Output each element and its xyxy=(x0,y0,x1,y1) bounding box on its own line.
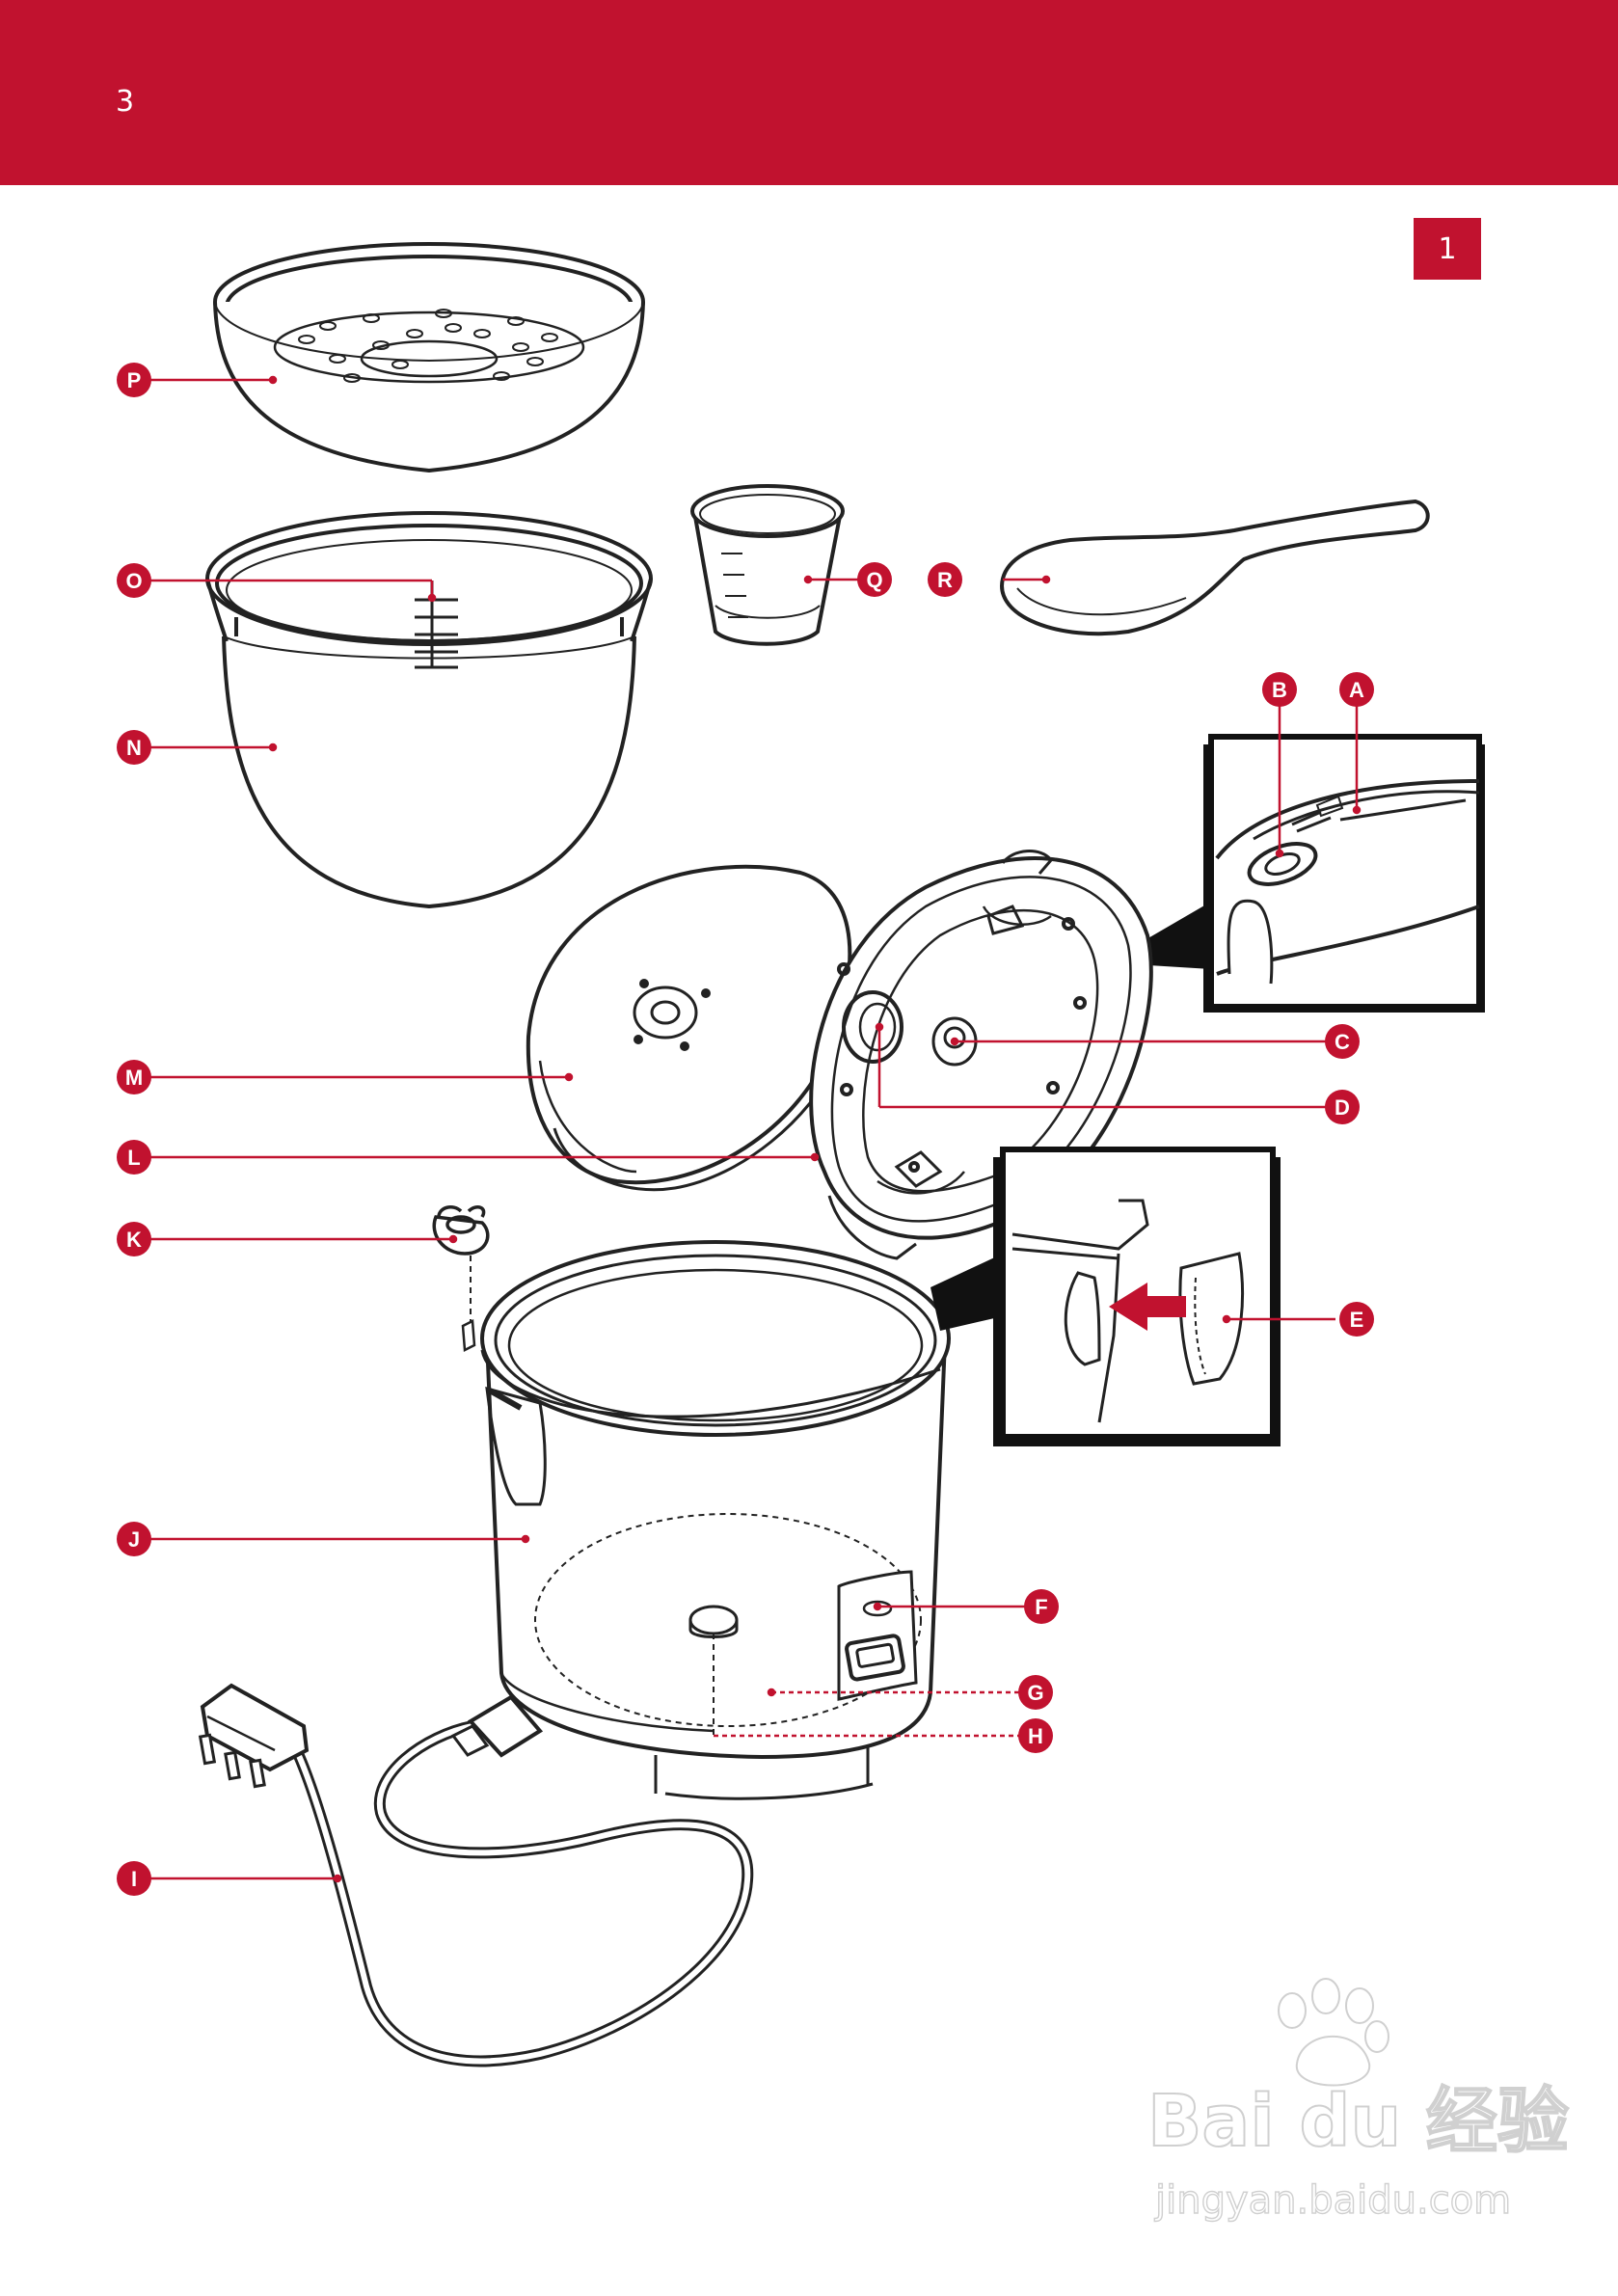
callout-i: I xyxy=(117,1861,151,1896)
callout-c: C xyxy=(1325,1024,1360,1059)
callout-k: K xyxy=(117,1222,151,1256)
svg-text:R: R xyxy=(937,568,953,592)
svg-text:O: O xyxy=(125,569,142,593)
callout-g: G xyxy=(1018,1675,1053,1710)
callout-h: H xyxy=(1018,1718,1053,1753)
baidu-watermark: Bai du 经验 jingyan.baidu.com xyxy=(1146,1978,1570,2224)
power-cord xyxy=(198,1683,754,2067)
figure-number-badge: 1 xyxy=(1414,218,1481,280)
page-number: 3 xyxy=(116,85,135,119)
callout-p: P xyxy=(117,363,151,397)
callout-m: M xyxy=(117,1060,151,1094)
svg-text:P: P xyxy=(127,368,142,392)
callout-n: N xyxy=(117,730,151,765)
measuring-cup xyxy=(690,484,845,646)
svg-text:H: H xyxy=(1028,1724,1043,1748)
svg-text:N: N xyxy=(126,736,142,760)
svg-text:M: M xyxy=(125,1066,143,1090)
svg-text:Q: Q xyxy=(866,568,882,592)
svg-text:B: B xyxy=(1272,678,1287,702)
svg-text:A: A xyxy=(1349,678,1364,702)
callout-o: O xyxy=(117,563,151,598)
callout-q: Q xyxy=(857,562,892,597)
inset-lid-handle xyxy=(1128,734,1485,1013)
svg-text:D: D xyxy=(1335,1095,1350,1120)
paw-icon xyxy=(1278,1978,1389,2087)
inset-handle-clip xyxy=(993,1147,1281,1446)
callout-lines xyxy=(147,375,1362,1883)
outer-lid xyxy=(809,850,1153,1260)
svg-text:G: G xyxy=(1027,1681,1043,1705)
callout-badges: P O N Q R B A C D M L K E J F G H I xyxy=(117,363,1374,1896)
svg-text:I: I xyxy=(131,1867,137,1891)
rice-spoon xyxy=(1000,499,1430,636)
inner-bowl xyxy=(205,511,653,909)
lid-clip xyxy=(432,1205,490,1321)
cooker-body xyxy=(461,1240,1003,1800)
callout-r: R xyxy=(928,562,962,597)
svg-text:F: F xyxy=(1035,1595,1047,1619)
svg-text:J: J xyxy=(128,1527,140,1552)
callout-l: L xyxy=(117,1140,151,1175)
svg-text:C: C xyxy=(1335,1030,1350,1054)
watermark-brand: Bai du 经验 xyxy=(1147,2080,1569,2163)
svg-text:L: L xyxy=(127,1146,140,1170)
callout-f: F xyxy=(1024,1589,1059,1624)
inner-lid xyxy=(526,864,852,1192)
header-band: 3 xyxy=(0,0,1618,185)
steamer-basket xyxy=(213,242,645,473)
watermark-url: jingyan.baidu.com xyxy=(1154,2178,1511,2223)
callout-d: D xyxy=(1325,1090,1360,1124)
callout-a: A xyxy=(1339,672,1374,707)
callout-b: B xyxy=(1262,672,1297,707)
svg-text:K: K xyxy=(126,1228,142,1252)
callout-e: E xyxy=(1339,1302,1374,1337)
svg-text:E: E xyxy=(1350,1308,1364,1332)
callout-j: J xyxy=(117,1522,151,1556)
